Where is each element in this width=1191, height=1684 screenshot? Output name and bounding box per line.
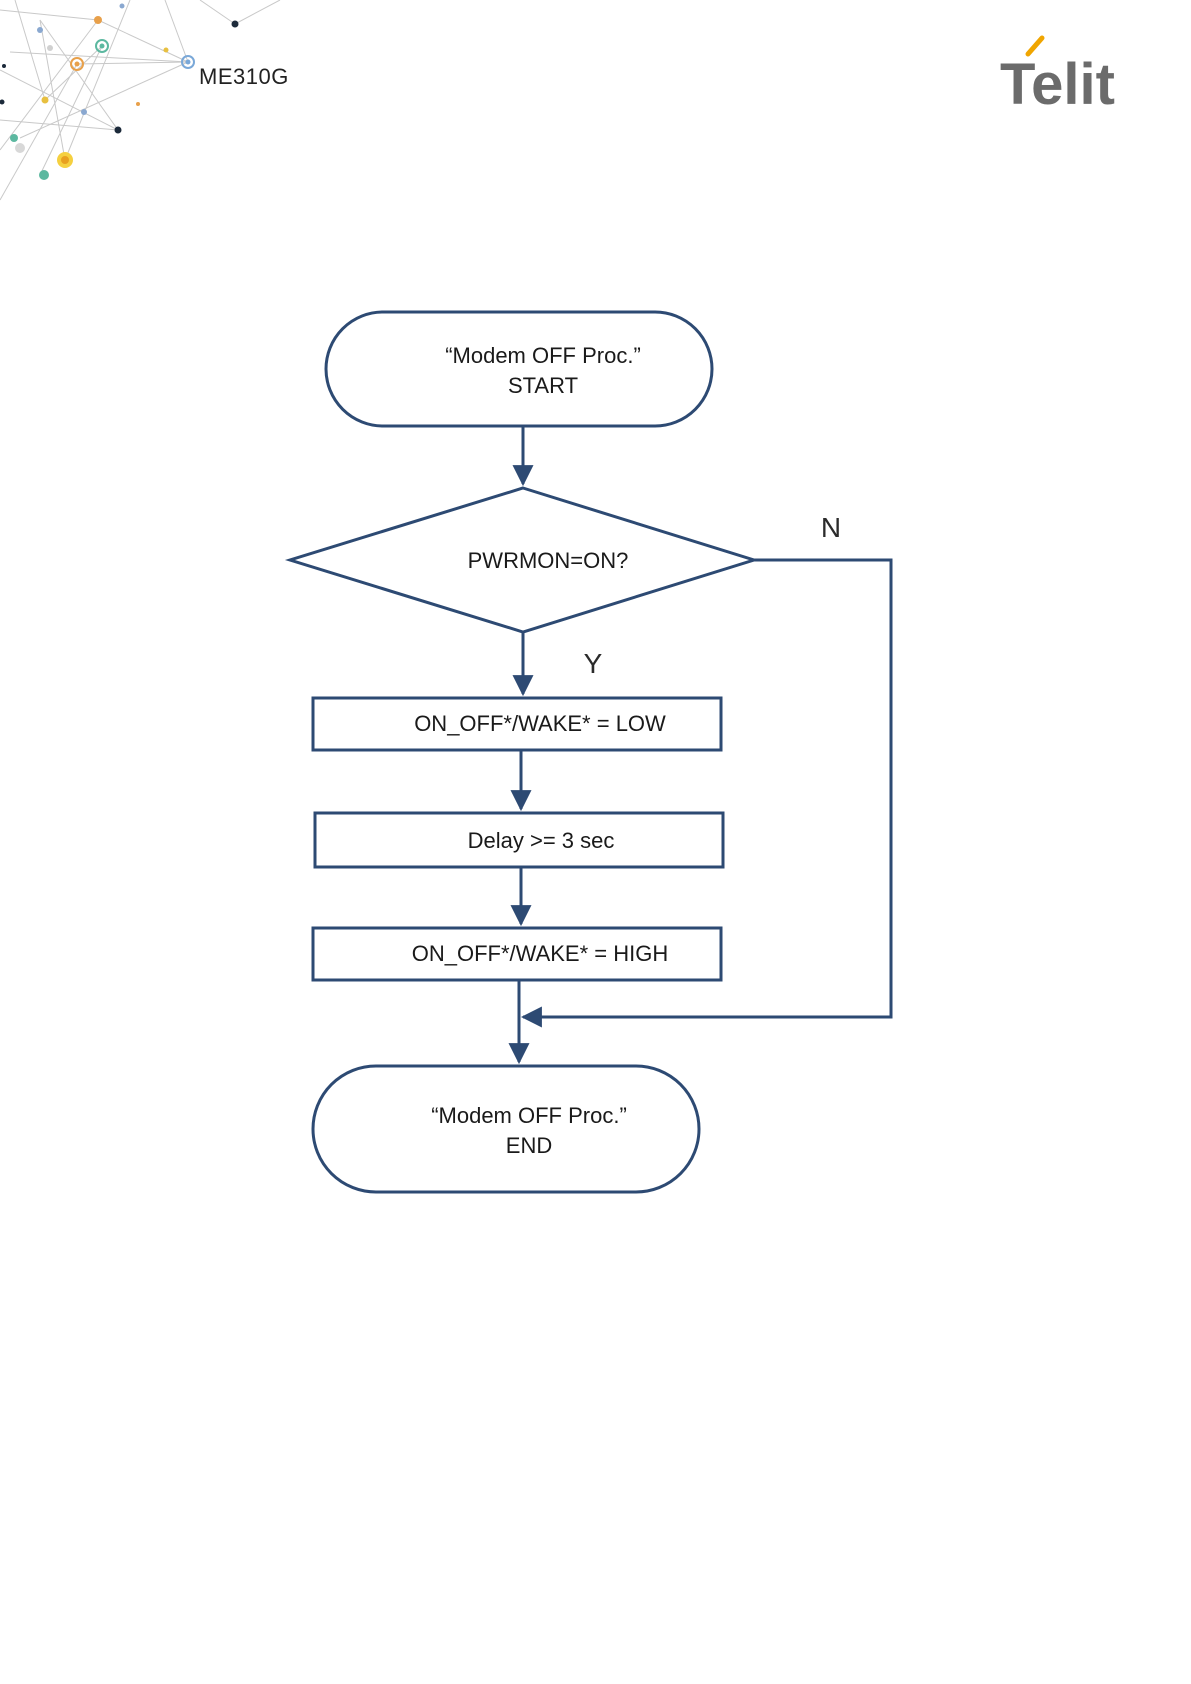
end-terminator xyxy=(313,1066,699,1192)
end-label-line1: “Modem OFF Proc.” xyxy=(431,1103,627,1128)
start-label-line2: START xyxy=(508,373,578,398)
step-high-label: ON_OFF*/WAKE* = HIGH xyxy=(412,941,669,966)
start-terminator xyxy=(326,312,712,426)
step-low-label: ON_OFF*/WAKE* = LOW xyxy=(414,711,666,736)
yes-branch-label: Y xyxy=(584,648,603,679)
decision-label: PWRMON=ON? xyxy=(468,548,629,573)
step-delay-label: Delay >= 3 sec xyxy=(468,828,615,853)
no-branch-label: N xyxy=(821,512,841,543)
end-label-line2: END xyxy=(506,1133,552,1158)
start-label-line1: “Modem OFF Proc.” xyxy=(445,343,641,368)
